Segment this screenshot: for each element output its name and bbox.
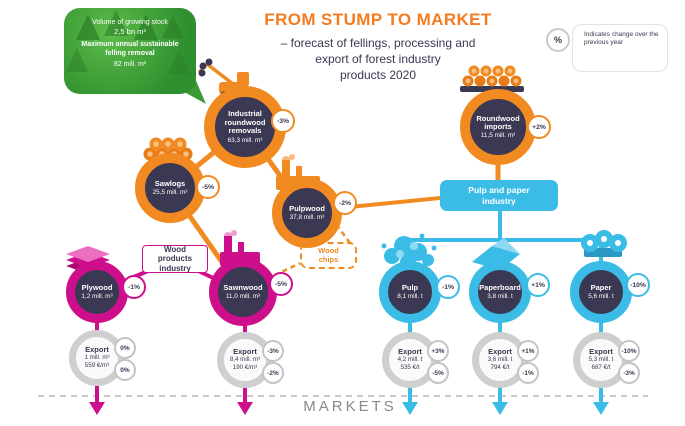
imported-logs-icon: [460, 65, 524, 92]
subtitle-line-1: – forecast of fellings, processing and: [280, 36, 476, 50]
node-value: 3,8 mill. t: [487, 293, 513, 301]
export-price-change-paper: -3%: [618, 362, 640, 384]
change-badge-paper: -10%: [626, 273, 650, 297]
export-volume-change-paper: -10%: [618, 340, 640, 362]
page-title: FROM STUMP TO MARKET: [264, 10, 492, 29]
node-label: Sawlogs: [154, 178, 186, 188]
felling-removal-label: Maximum annual sustainable felling remov…: [81, 41, 179, 57]
down-arrow-icon: [402, 402, 418, 415]
change-badge-pulpwood: -2%: [333, 191, 357, 215]
node-label: Industrial roundwood removals: [224, 109, 266, 136]
change-badge-paperboard: +1%: [526, 273, 550, 297]
export-price-change-pulp: -5%: [427, 362, 449, 384]
node-paper: Paper 5,6 mill. t: [570, 261, 632, 323]
node-roundwood-imports: Roundwood imports 11,5 mill. m³: [460, 89, 536, 165]
node-value: 5,6 mill. t: [588, 293, 614, 301]
legend-box: [572, 24, 668, 72]
export-price-change-sawnwood: -2%: [262, 362, 284, 384]
node-value: 11,0 mill. m³: [225, 293, 261, 301]
pulp-paper-industry-label: Pulp and paper industry: [440, 180, 558, 211]
growing-stock-value: 2,5 bn m³: [114, 27, 146, 36]
down-arrow-icon: [593, 402, 609, 415]
legend-note: Indicates change over the previous year: [584, 31, 659, 47]
node-label: Plywood: [81, 282, 113, 292]
felling-removal-value: 82 mill. m³: [113, 60, 147, 68]
node-value: 63,3 mill. m³: [227, 136, 263, 144]
paper-rolls-icon: [581, 230, 627, 257]
export-price-change-paperboard: -1%: [517, 362, 539, 384]
node-sawnwood: Sawnwood 11,0 mill. m³: [209, 258, 277, 326]
change-badge-plywood: -1%: [122, 275, 146, 299]
growing-stock-label: Volume of growing stock: [92, 19, 168, 26]
change-badge-roundwood-imports: +2%: [527, 115, 551, 139]
percent-icon: %: [546, 28, 570, 52]
change-badge-sawlogs: -5%: [196, 175, 220, 199]
forest-icon: [66, 10, 190, 74]
node-value: 25,5 mill. m³: [152, 189, 188, 197]
change-badge-sawnwood: -5%: [269, 272, 293, 296]
markets-label: MARKETS: [303, 398, 397, 415]
node-label: Paperboard: [479, 282, 521, 292]
node-label: Pulp: [401, 282, 419, 292]
node-paperboard: Paperboard 3,8 mill. t: [469, 261, 531, 323]
export-volume-change-sawnwood: -3%: [262, 340, 284, 362]
node-label: Sawnwood: [223, 282, 263, 292]
node-value: 11,5 mill. m³: [480, 132, 516, 140]
node-plywood: Plywood 1,2 mill. m³: [66, 261, 128, 323]
subtitle-line-3: products 2020: [339, 68, 417, 82]
export-volume-change-paperboard: +1%: [517, 340, 539, 362]
node-value: 37,8 mill. m³: [289, 214, 325, 222]
subtitle-line-2: export of forest industry: [315, 52, 441, 66]
node-label: Pulpwood: [289, 203, 325, 213]
export-volume-change-pulp: +3%: [427, 340, 449, 362]
change-badge-industrial-roundwood: -3%: [271, 109, 295, 133]
node-value: 1,2 mill. m³: [81, 293, 113, 301]
growing-stock-bubble: Volume of growing stock 2,5 bn m³ Maximu…: [64, 8, 196, 94]
node-value: 8,1 mill. t: [397, 293, 423, 301]
node-label: Roundwood imports: [476, 113, 520, 131]
node-label: Paper: [590, 282, 612, 292]
down-arrow-icon: [89, 402, 105, 415]
node-pulp: Pulp 8,1 mill. t: [379, 261, 441, 323]
node-pulpwood: Pulpwood 37,8 mill. m³: [272, 178, 342, 248]
down-arrow-icon: [492, 402, 508, 415]
change-badge-pulp: -1%: [436, 275, 460, 299]
down-arrow-icon: [237, 402, 253, 415]
export-volume-change-plywood: 0%: [114, 337, 136, 359]
export-price-change-plywood: 0%: [114, 359, 136, 381]
node-sawlogs: Sawlogs 25,5 mill. m³: [135, 153, 205, 223]
wood-products-industry-label: Wood products industry: [142, 245, 208, 273]
